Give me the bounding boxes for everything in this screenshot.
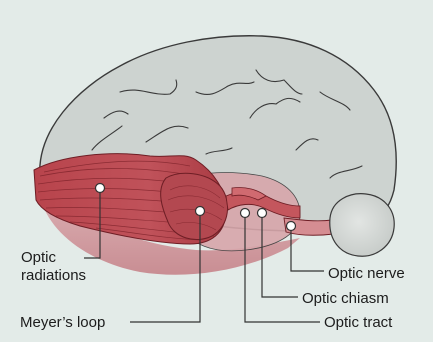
label-optic-radiations: Optic radiations: [21, 249, 86, 285]
marker-optic-tract: [241, 209, 250, 218]
label-meyers-loop: Meyer’s loop: [20, 314, 105, 332]
label-optic-nerve: Optic nerve: [328, 265, 405, 283]
marker-optic-radiations: [96, 184, 105, 193]
label-optic-chiasm: Optic chiasm: [302, 290, 389, 308]
label-optic-tract: Optic tract: [324, 314, 392, 332]
label-optic-radiations-line2: radiations: [21, 267, 86, 285]
label-optic-radiations-line1: Optic: [21, 249, 86, 267]
brainstem-knob: [330, 194, 394, 257]
marker-optic-nerve: [287, 222, 296, 231]
marker-meyers-loop: [196, 207, 205, 216]
marker-optic-chiasm: [258, 209, 267, 218]
